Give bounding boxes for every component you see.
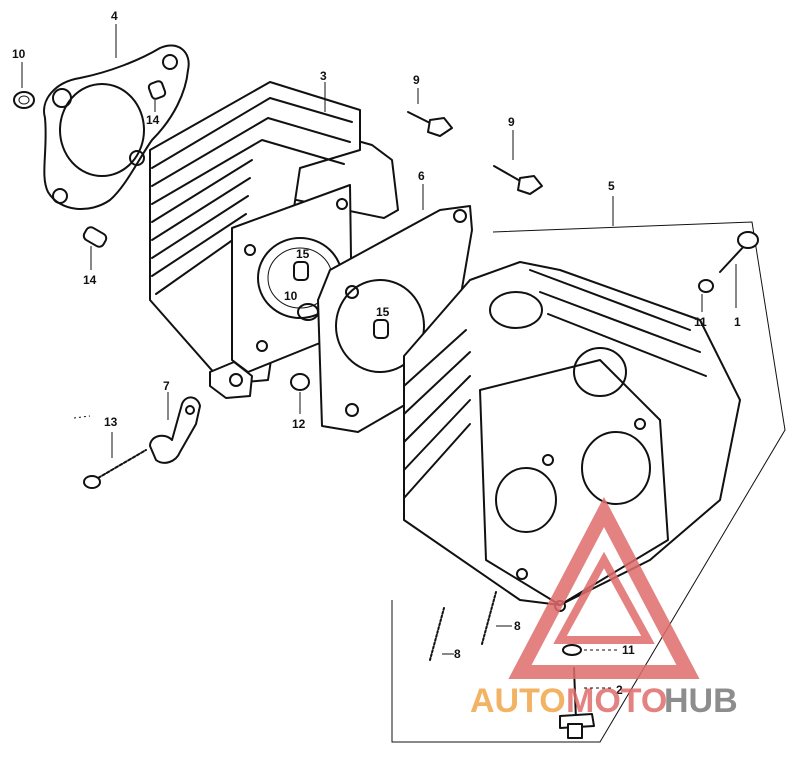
callout-9-upper: 9 <box>413 73 420 87</box>
stud-part-8-right <box>481 591 512 645</box>
bolt-part-2 <box>559 667 612 739</box>
callout-10-middle: 10 <box>284 289 298 303</box>
callout-14-lower: 14 <box>83 273 97 287</box>
callout-9-lower: 9 <box>508 115 515 129</box>
bracket-part-7 <box>149 392 201 464</box>
callout-7: 7 <box>163 379 170 393</box>
watermark-moto: MOTO <box>566 682 667 720</box>
callout-1: 1 <box>734 315 741 329</box>
callout-15-gasket: 15 <box>376 305 390 319</box>
callout-11-lower: 11 <box>622 643 635 657</box>
washer-part-11-upper <box>698 279 714 312</box>
dowel-part-14-upper <box>147 80 167 112</box>
callout-15-cylinder: 15 <box>296 247 310 261</box>
screw-part-13 <box>73 415 147 489</box>
callout-2: 2 <box>616 683 623 697</box>
watermark-hub: HUB <box>664 682 738 720</box>
bolt-part-9-lower <box>493 130 543 195</box>
cylinder-part-3 <box>149 81 399 399</box>
bolt-part-1 <box>719 231 759 308</box>
oring-part-12 <box>290 373 310 414</box>
callout-8-left: 8 <box>454 647 461 661</box>
callout-5: 5 <box>608 179 615 193</box>
callout-3: 3 <box>320 69 327 83</box>
callout-12: 12 <box>292 417 306 431</box>
callout-4: 4 <box>111 9 118 23</box>
watermark-triangle-icon <box>508 496 700 679</box>
callout-6: 6 <box>418 169 425 183</box>
washer-part-10 <box>13 62 35 109</box>
bolt-part-9-upper <box>407 88 453 137</box>
dowel-part-14-lower <box>82 226 108 270</box>
callout-14-upper: 14 <box>146 113 160 127</box>
group-outline <box>391 221 786 743</box>
watermark-auto: AUTO <box>470 682 566 720</box>
stud-part-8-left <box>429 607 454 661</box>
watermark-inner-triangle-icon <box>553 551 655 644</box>
callout-13: 13 <box>104 415 118 429</box>
callout-8-right: 8 <box>514 619 521 633</box>
watermark-logo: AUTO MOTO HUB <box>470 496 738 720</box>
callout-10-topleft: 10 <box>12 47 26 61</box>
callout-11-upper: 11 <box>694 315 707 329</box>
washer-part-11-lower <box>562 644 618 656</box>
